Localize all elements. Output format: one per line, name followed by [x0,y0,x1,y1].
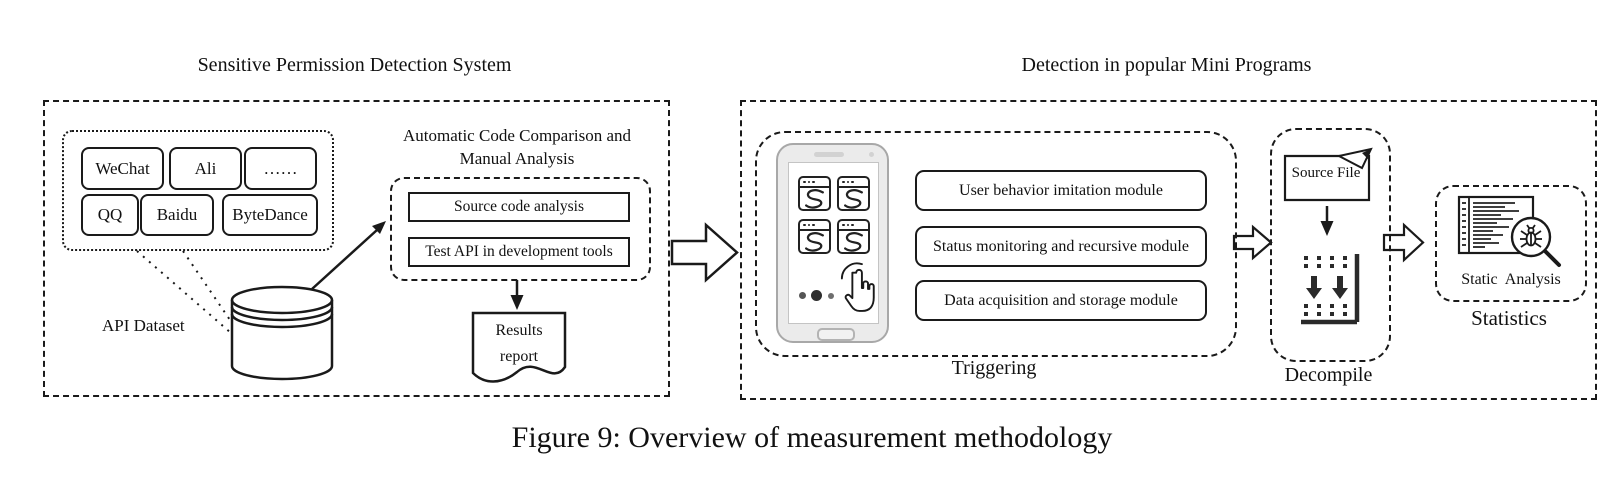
mini-program-icon [798,219,831,254]
decompile-box [1270,128,1391,362]
phone-speaker [814,152,844,157]
api-dataset-label: API Dataset [102,316,185,335]
database-top-ring [230,299,334,315]
mini-program-titlebar [839,221,868,231]
right-section-title: Detection in popular Mini Programs [1021,54,1312,76]
module-user-behavior: User behavior imitation module [915,170,1207,211]
code-lines [1462,202,1519,248]
vendor-group-box [62,130,334,251]
data-down-arrow [1306,276,1322,299]
phone-home-button [817,328,855,341]
tap-arc [840,262,863,280]
vendor-chip-wechat: WeChat [81,147,164,190]
pagination-dot [828,293,834,299]
static-analysis-box: Static Analysis [1435,185,1587,302]
source-file-label: Source File [1291,165,1361,181]
vendor-chip-baidu: Baidu [140,194,214,236]
analysis-steps-box: Source code analysis Test API in develop… [390,177,651,281]
statistics-label: Statistics [1471,306,1547,330]
arrowhead-database-to-analysis [372,221,386,234]
module-data-acquisition: Data acquisition and storage module [915,280,1207,321]
code-window-bug-icon [1457,195,1561,267]
source-file-fold-tip [1362,149,1371,159]
right-section-box [740,100,1597,400]
mini-program-s-glyph [844,189,863,209]
block-arrow-triggering-to-decompile [1232,224,1273,261]
vendor-chip-ali: Ali [169,147,242,190]
mini-program-titlebar [800,221,829,231]
data-dots [1304,256,1347,316]
vendor-chip-qq: QQ [81,194,139,236]
phone-screen [788,162,879,324]
hand-outline [844,268,875,312]
left-section-title: Sensitive Permission Detection System [197,54,512,76]
results-report-outline [471,311,567,383]
static-analysis-label: Static Analysis [1461,271,1561,288]
results-report-icon [471,311,567,383]
pagination-dot [811,290,822,301]
pagination-dot [799,292,806,299]
bug-icon [1520,224,1542,248]
mini-program-icon [837,176,870,211]
mini-program-titlebar [800,178,829,188]
triggering-box [755,131,1237,357]
analysis-title-line1: Automatic Code Comparison and [402,126,632,145]
decompile-label: Decompile [1284,364,1373,386]
database-ring-3 [230,313,334,329]
arrow-database-to-analysis [311,229,378,290]
database-icon [230,285,334,381]
mini-program-titlebar [839,178,868,188]
decompiled-data-icon [1301,254,1360,325]
left-section-box [43,100,670,397]
vendor-chip-bytedance: ByteDance [222,194,318,236]
arrowhead-sourcefile-to-data [1320,221,1334,236]
mini-program-s-glyph [805,232,824,252]
results-line-1: Results [495,322,543,339]
database-body [230,285,334,381]
mini-program-icon [837,219,870,254]
figure-caption: Figure 9: Overview of measurement method… [511,421,1113,454]
block-arrow-left-to-right-section [670,222,739,283]
vendor-chip-ellipsis: …… [244,147,317,190]
arrowhead-analysis-to-report [510,295,524,310]
data-axis [1301,254,1360,325]
mini-program-s-glyph [844,232,863,252]
phone-icon [776,143,889,343]
analysis-title: Automatic Code Comparison and Manual Ana… [384,124,650,170]
step-source-code-analysis: Source code analysis [408,192,630,222]
data-down-arrow [1332,276,1348,299]
mini-program-s-glyph [805,189,824,209]
source-file-icon [1283,147,1373,202]
step-test-api: Test API in development tools [408,237,630,267]
mini-program-icon [798,176,831,211]
magnifier-handle [1543,249,1561,267]
database-ring-2 [230,306,334,322]
tap-hand-icon [840,262,875,312]
results-report-text: Results report [470,318,568,370]
results-line-2: report [499,348,539,365]
analysis-title-line2: Manual Analysis [459,149,575,168]
block-arrow-decompile-to-statistics [1382,222,1425,263]
module-status-monitoring: Status monitoring and recursive module [915,226,1207,267]
phone-camera [869,152,874,157]
triggering-label: Triggering [951,357,1037,379]
